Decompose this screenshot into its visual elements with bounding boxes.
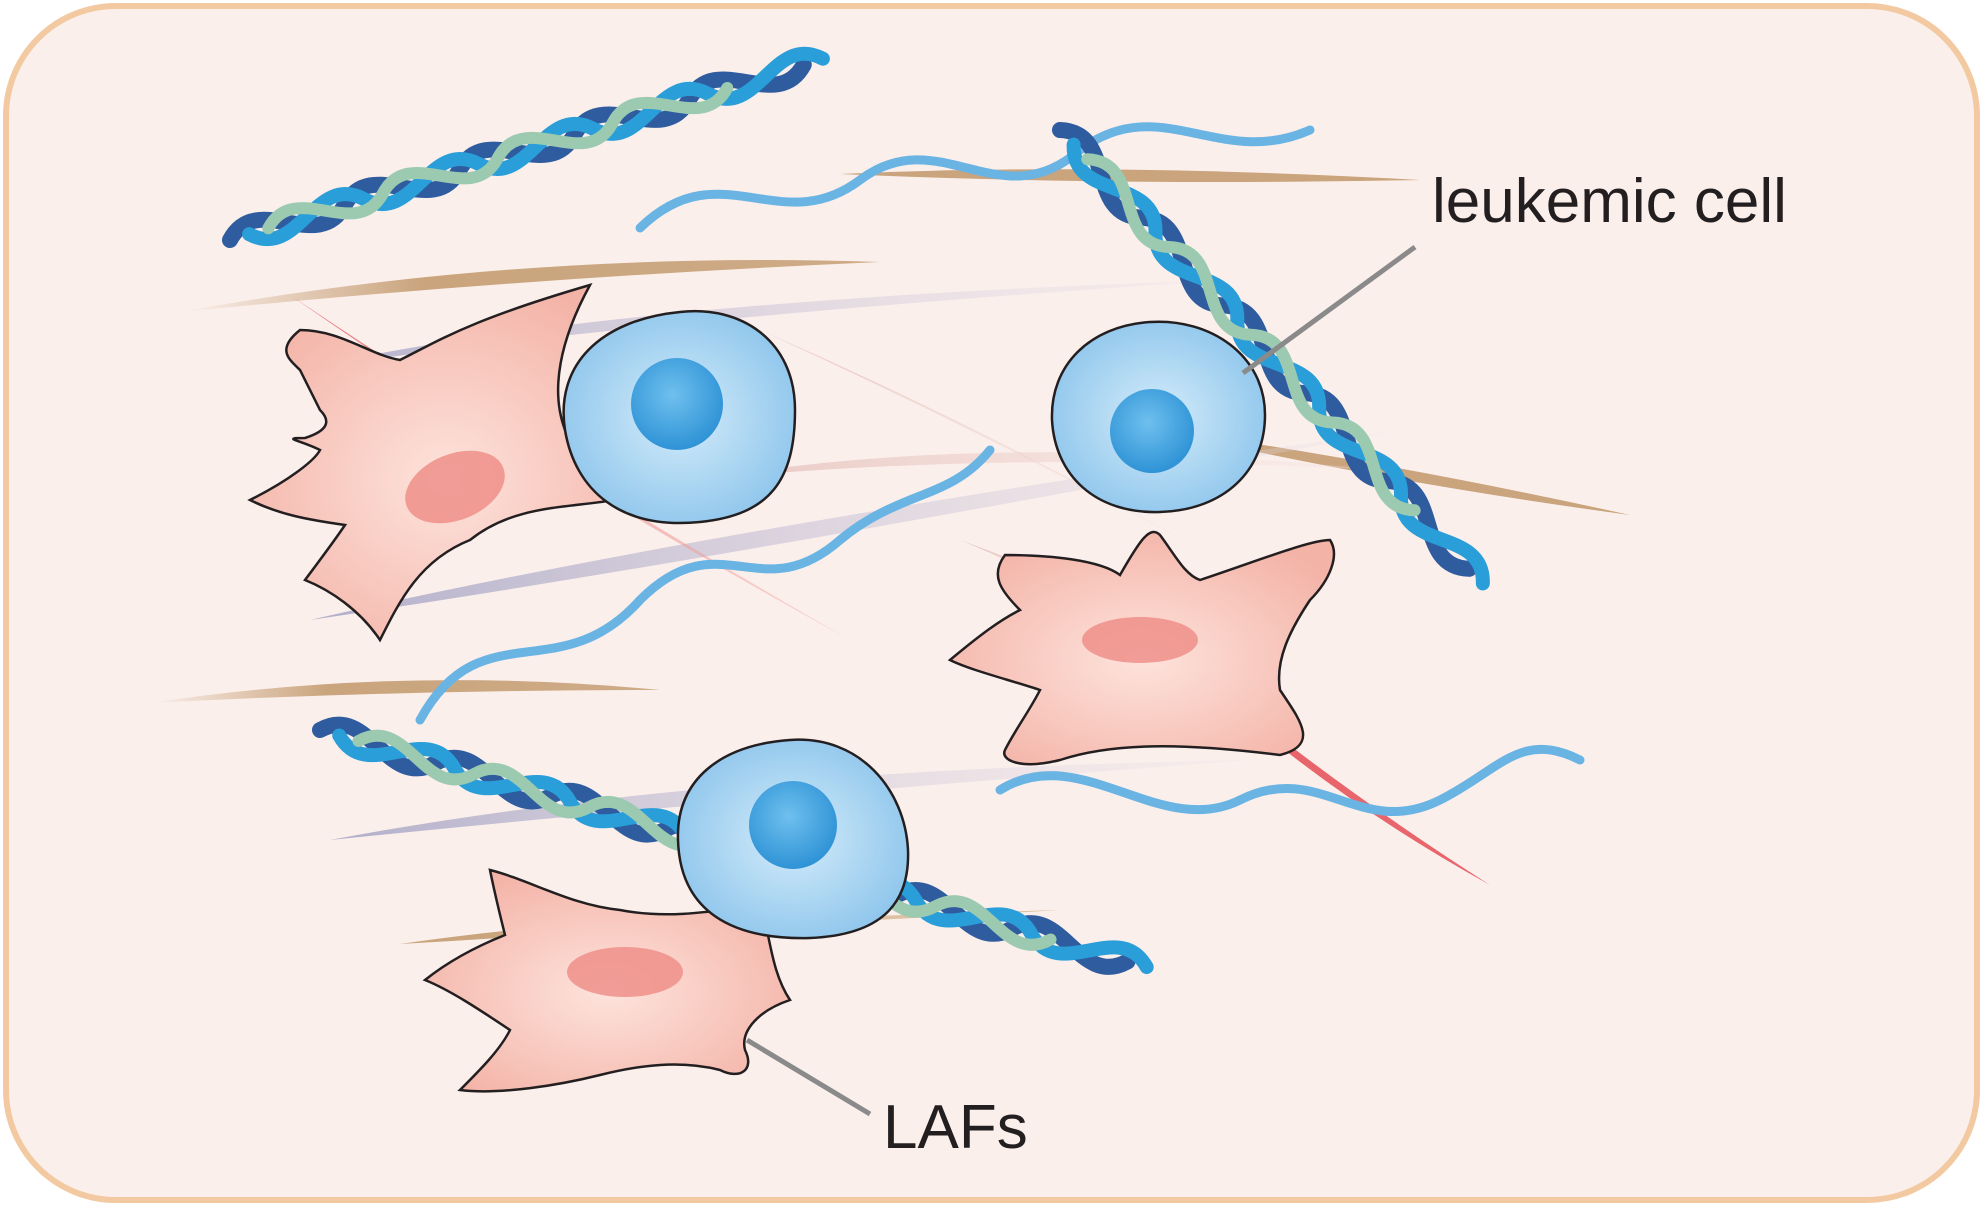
- helix: [222, 46, 830, 248]
- leader-lines: [745, 244, 1417, 1117]
- fibroblast-nucleus: [1082, 617, 1198, 663]
- helix: [1052, 122, 1490, 591]
- squiggle-fibers: [415, 122, 1585, 816]
- leukemic-cell-label: leukemic cell: [1432, 167, 1787, 236]
- fibroblast-cell: [247, 282, 643, 643]
- cell-nucleus: [749, 781, 837, 869]
- leukemic-cell: [1050, 320, 1267, 514]
- fibroblast-nucleus: [405, 450, 505, 524]
- collagen-fiber: [150, 680, 660, 703]
- squiggle-fiber: [995, 745, 1585, 816]
- lafs-leader: [745, 1037, 872, 1117]
- leukemic-cell-leader: [1241, 244, 1417, 376]
- leukemic-cells: [562, 309, 1267, 940]
- lafs-label: LAFs: [883, 1093, 1028, 1162]
- fibroblast-cell: [947, 530, 1336, 766]
- squiggle-fiber: [415, 445, 995, 725]
- leukemic-cell: [676, 738, 910, 940]
- cell-nucleus: [1110, 389, 1194, 473]
- fibroblast-nucleus: [567, 947, 683, 997]
- collagen-fiber: [180, 260, 880, 312]
- squiggle-fiber: [635, 122, 1315, 233]
- fibroblasts: [247, 282, 1336, 1093]
- leukemic-cell: [562, 309, 797, 525]
- cell-nucleus: [631, 358, 723, 450]
